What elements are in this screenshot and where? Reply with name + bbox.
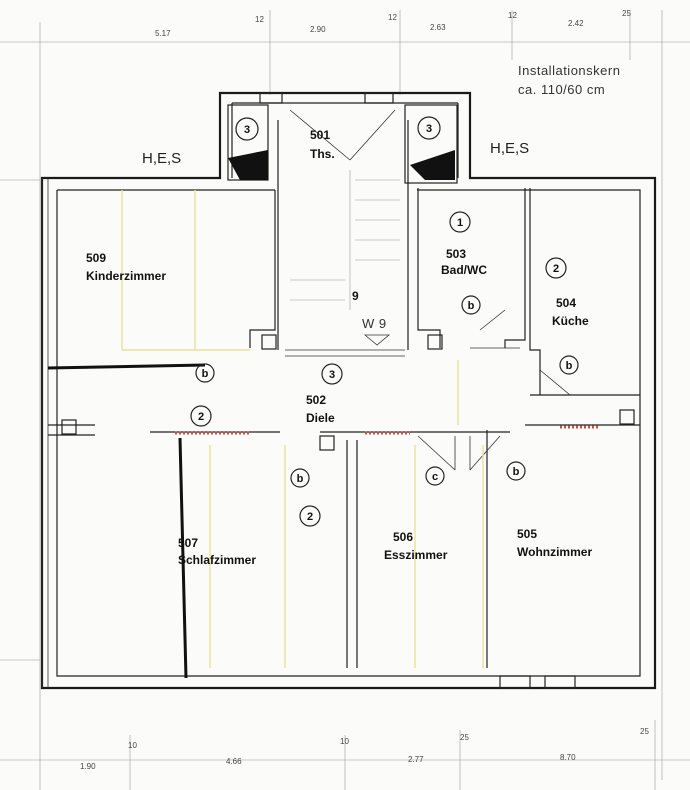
room-504-name: Küche — [552, 314, 589, 328]
room-502-name: Diele — [306, 411, 335, 425]
dim-bottom-5: 25 — [460, 733, 469, 742]
svg-text:1: 1 — [457, 217, 463, 229]
marker-c-dining: c — [425, 466, 445, 486]
svg-text:b: b — [566, 360, 573, 372]
circled-markers: 3 3 3 1 2 2 2 b — [190, 116, 579, 527]
room-503-number: 503 — [446, 247, 466, 261]
dimensions-top: 5.17 12 2.90 12 2.63 12 2.42 25 — [155, 9, 631, 38]
room-503-name: Bad/WC — [441, 263, 487, 277]
dim-top-3: 2.90 — [310, 25, 326, 34]
dim-top-6: 12 — [508, 11, 517, 20]
construction-lines — [0, 10, 690, 790]
stairwell-501 — [277, 109, 409, 357]
hes-label-left: H,E,S — [142, 150, 181, 167]
marker-3-hall: 3 — [321, 363, 343, 385]
room-502-number: 502 — [306, 393, 326, 407]
room-509-name: Kinderzimmer — [86, 269, 166, 283]
dim-top-5: 2.63 — [430, 23, 446, 32]
dim-top-1: 5.17 — [155, 29, 171, 38]
room-505-number: 505 — [517, 527, 537, 541]
marker-b-hall: b — [195, 363, 215, 383]
room-507-number: 507 — [178, 536, 198, 550]
dim-bottom-3: 4.66 — [226, 757, 242, 766]
columns — [61, 334, 635, 451]
marker-3-left: 3 — [235, 117, 259, 141]
dimensions-bottom: 1.90 10 4.66 10 25 2.77 8.70 25 — [80, 727, 649, 771]
dim-bottom-4: 10 — [340, 737, 349, 746]
hes-label-right: H,E,S — [490, 140, 529, 157]
room-509-number: 509 — [86, 251, 106, 265]
dim-bottom-8: 25 — [640, 727, 649, 736]
room-labels: 501 Ths. 509 Kinderzimmer 503 Bad/WC 504… — [86, 128, 592, 567]
svg-text:3: 3 — [244, 124, 250, 136]
svg-text:b: b — [202, 368, 209, 380]
dim-bottom-7: 8.70 — [560, 753, 576, 762]
svg-text:2: 2 — [553, 263, 559, 275]
dim-top-2: 12 — [255, 15, 264, 24]
marker-3-right: 3 — [417, 116, 441, 140]
stair-steps-label: 9 — [352, 289, 359, 303]
marker-1-bath: 1 — [449, 211, 471, 233]
marker-2-hall: 2 — [190, 405, 212, 427]
stair-w-label: W 9 — [362, 316, 387, 331]
svg-text:b: b — [513, 466, 520, 478]
marker-b-living: b — [506, 461, 526, 481]
room-504-number: 504 — [556, 296, 576, 310]
dim-bottom-2: 10 — [128, 741, 137, 750]
svg-text:2: 2 — [198, 411, 204, 423]
interior-walls — [47, 188, 640, 679]
svg-text:3: 3 — [329, 369, 335, 381]
dim-top-4: 12 — [388, 13, 397, 22]
svg-text:b: b — [468, 300, 475, 312]
installation-core-size: ca. 110/60 cm — [518, 82, 605, 97]
dim-top-8: 25 — [622, 9, 631, 18]
room-506-number: 506 — [393, 530, 413, 544]
dim-bottom-6: 2.77 — [408, 755, 424, 764]
svg-text:2: 2 — [307, 511, 313, 523]
room-506-name: Esszimmer — [384, 548, 448, 562]
svg-text:b: b — [297, 473, 304, 485]
dim-top-7: 2.42 — [568, 19, 584, 28]
room-501-name: Ths. — [310, 147, 335, 161]
room-507-name: Schlafzimmer — [178, 553, 256, 567]
svg-text:3: 3 — [426, 123, 432, 135]
installation-core-label: Installationskern — [518, 63, 620, 78]
red-strips — [175, 425, 600, 435]
marker-b-kitchen: b — [559, 355, 579, 375]
installation-shafts — [227, 104, 458, 184]
marker-2-bath: 2 — [545, 257, 567, 279]
room-505-name: Wohnzimmer — [517, 545, 592, 559]
marker-b-bath: b — [461, 295, 481, 315]
outer-walls — [40, 91, 657, 690]
marker-b-bedroom: b — [290, 468, 310, 488]
room-501-number: 501 — [310, 128, 330, 142]
svg-text:c: c — [432, 471, 438, 483]
marker-2-bedroom: 2 — [299, 505, 321, 527]
dim-bottom-1: 1.90 — [80, 762, 96, 771]
yellow-markings — [121, 190, 484, 668]
